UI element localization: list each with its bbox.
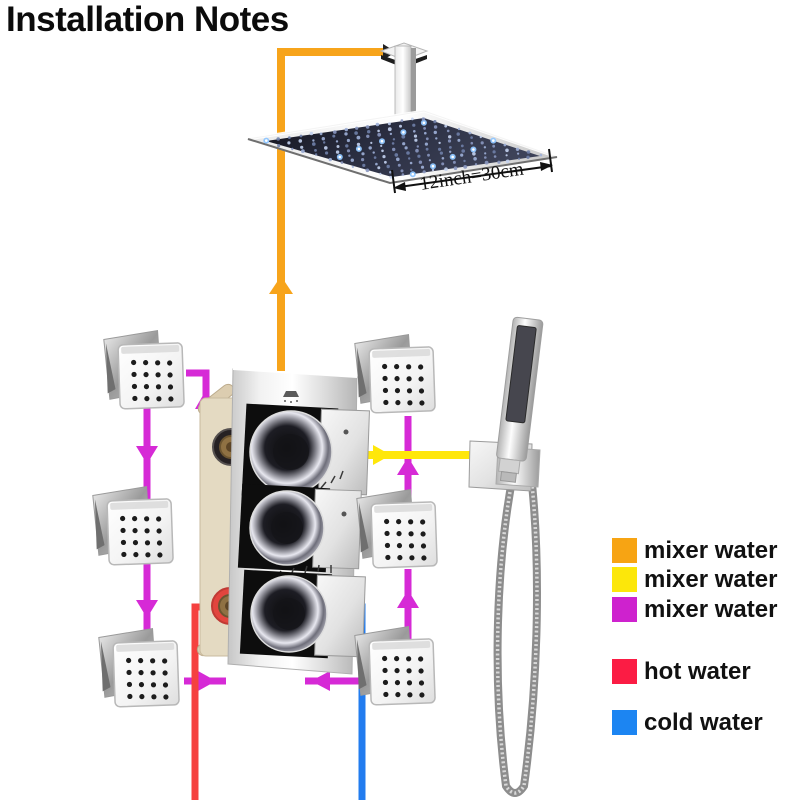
shower-hose [493, 462, 541, 797]
shower-mode-icon [283, 391, 299, 403]
dimension-arrow [391, 148, 553, 194]
page-title: Installation Notes [6, 0, 289, 39]
legend-swatch-handheld-mixer [612, 567, 637, 592]
valve-knob-top [241, 403, 370, 501]
legend-swatch-hot-water [612, 659, 637, 684]
body-jet-bottom-right [353, 625, 436, 707]
legend-item: hot water [612, 659, 751, 684]
thermostatic-mixer-valve [196, 368, 370, 675]
legend-item: mixer water [612, 567, 777, 592]
legend-label: hot water [644, 658, 751, 685]
handheld-mixer-pipe [355, 445, 477, 465]
body-jet-middle-right [355, 488, 438, 570]
legend-swatch-jet-mixer [612, 597, 637, 622]
legend-item: mixer water [612, 538, 777, 563]
legend-item: mixer water [612, 597, 777, 622]
handheld-wand [496, 316, 544, 483]
rain-shower-head [247, 42, 558, 194]
legend-label: mixer water [644, 566, 778, 593]
led-lights [263, 117, 543, 179]
valve-knob-bottom [239, 569, 366, 659]
legend-label: mixer water [644, 596, 778, 623]
legend-swatch-cold-water [612, 710, 637, 735]
valve-knob-middle [237, 483, 362, 573]
overhead-mixer-pipe [269, 44, 396, 371]
body-jet-mixer-arrows [136, 390, 419, 691]
legend-swatch-overhead-mixer [612, 538, 637, 563]
legend-label: cold water [644, 709, 763, 736]
body-jet-middle-left [91, 485, 174, 567]
body-jet-top-left [102, 329, 185, 411]
body-jet-top-right [353, 333, 436, 415]
legend-item: cold water [612, 710, 763, 735]
handheld-shower [468, 316, 544, 797]
body-jet-bottom-left [97, 627, 180, 709]
legend-label: mixer water [644, 537, 778, 564]
shower-arm-column [394, 45, 416, 117]
